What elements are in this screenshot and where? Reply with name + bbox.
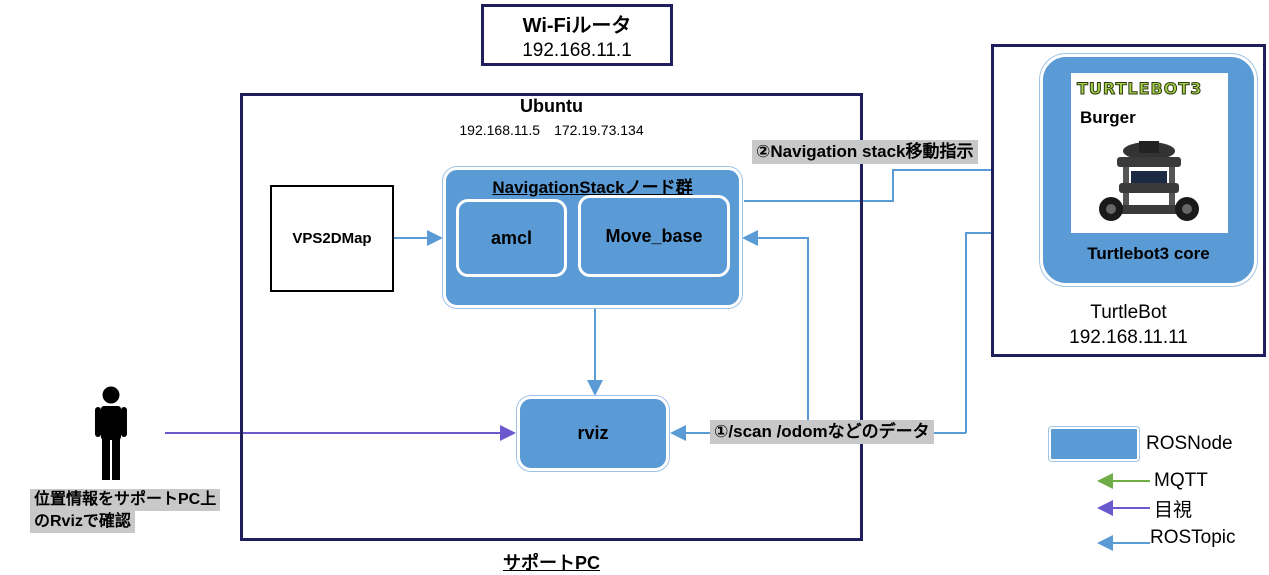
ubuntu-ips: 192.168.11.5 172.19.73.134 — [459, 122, 644, 138]
rviz-label: rviz — [577, 423, 609, 443]
router-ip: 192.168.11.1 — [522, 39, 632, 61]
legend-rosnode-label: ROSNode — [1146, 433, 1233, 454]
router-box: Wi-Fiルータ 192.168.11.1 — [481, 4, 673, 66]
turtlebot-core-label: Turtlebot3 core — [1087, 244, 1210, 263]
scan-data-label: ①/scan /odomなどのデータ — [710, 420, 934, 444]
turtlebot-name: TurtleBot — [1090, 302, 1167, 323]
legend-mqtt-label: MQTT — [1154, 470, 1208, 491]
rviz-node: rviz — [517, 396, 669, 471]
legend-rosnode-swatch — [1049, 427, 1139, 461]
amcl-node: amcl — [456, 199, 567, 277]
legend-visual-label: 目視 — [1154, 500, 1193, 521]
ubuntu-frame — [240, 93, 863, 541]
person-icon — [95, 386, 127, 480]
router-title: Wi-Fiルータ — [522, 14, 632, 37]
turtlebot-ip: 192.168.11.11 — [1069, 327, 1188, 348]
burger-label: Burger — [1080, 108, 1136, 127]
support-pc-label: サポートPC — [502, 553, 600, 573]
vps2dmap-label: VPS2DMap — [292, 230, 372, 247]
person-caption-line1: 位置情報をサポートPC上 — [30, 489, 221, 511]
person-caption-line2: のRvizで確認 — [30, 511, 135, 533]
turtlebot-robot-icon — [1099, 141, 1199, 221]
move-base-node: Move_base — [578, 195, 730, 277]
legend-rostopic-label: ROSTopic — [1150, 527, 1236, 548]
move-base-label: Move_base — [605, 225, 703, 246]
turtlebot3-logo: TURTLEBOT3 — [1076, 79, 1203, 99]
ubuntu-title: Ubuntu — [520, 96, 583, 116]
turtlebot-image: TURTLEBOT3 Burger — [1071, 73, 1228, 233]
navigation-stack-title: NavigationStackノード群 — [492, 178, 693, 197]
amcl-label: amcl — [490, 227, 533, 248]
nav-command-label: ②Navigation stack移動指示 — [752, 140, 978, 164]
vps2dmap-box: VPS2DMap — [270, 185, 394, 292]
